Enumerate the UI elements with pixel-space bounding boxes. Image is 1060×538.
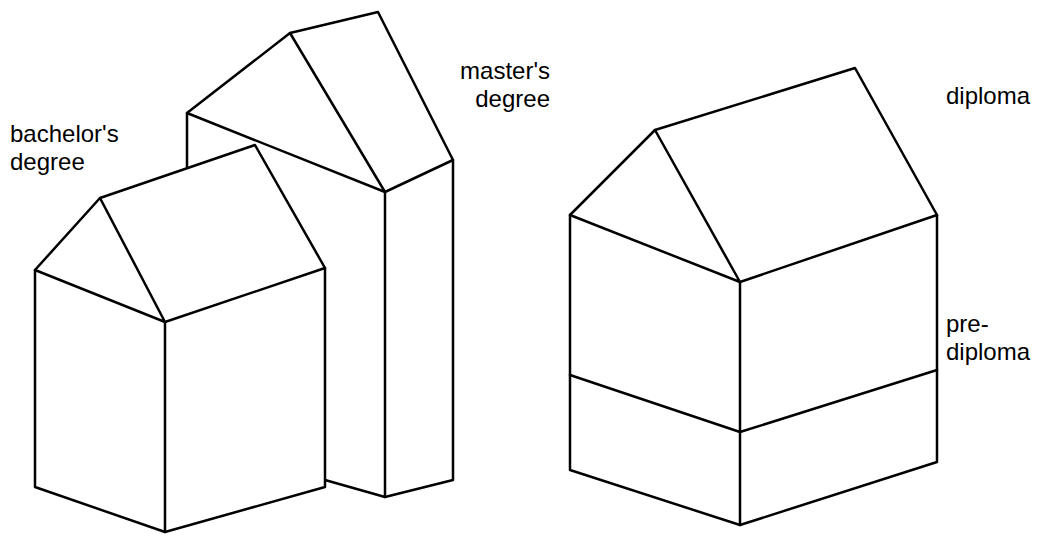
degree-label: pre-diploma [946,310,1016,366]
bachelor-house [35,145,325,532]
degree-label: diploma [946,82,1056,110]
master-house-gable [290,33,453,192]
bachelor-house-edges [35,198,325,532]
floor-line [570,370,937,432]
diploma-house [570,68,937,525]
diploma-house-edges [570,130,937,525]
degree-label: master's degree [400,57,550,113]
degree-label: bachelor's degree [10,120,160,176]
